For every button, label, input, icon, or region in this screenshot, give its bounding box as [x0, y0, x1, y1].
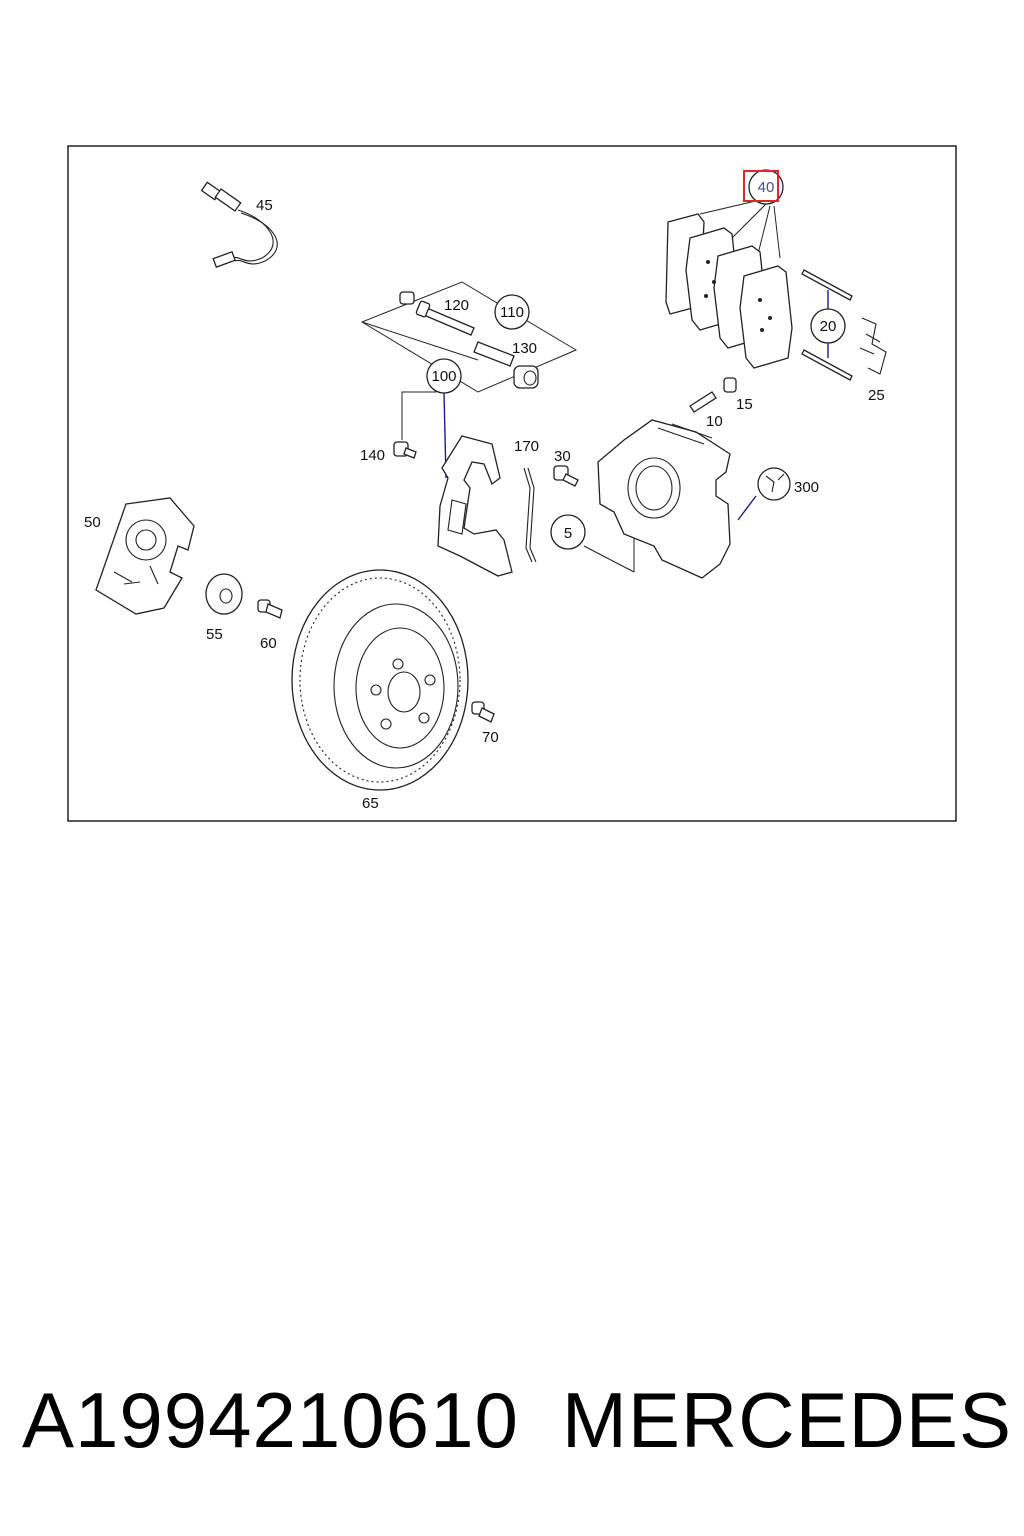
label-170: 170: [514, 438, 539, 455]
part-washer: [205, 573, 243, 615]
part-number: A1994210610: [22, 1375, 519, 1464]
label-10: 10: [706, 413, 723, 430]
highlight-box-40: [743, 170, 779, 202]
part-bolt-set: [360, 281, 578, 393]
label-110: 110: [500, 304, 524, 321]
callout-circle-110: [494, 294, 530, 330]
callout-circle-5: [550, 514, 586, 550]
brand-name: MERCEDES: [561, 1375, 1012, 1464]
label-25: 25: [868, 387, 885, 404]
part-brake-pads: [665, 199, 793, 369]
part-bolt-70: [471, 701, 495, 723]
part-guide-pins: [801, 269, 853, 381]
label-50: 50: [84, 514, 101, 531]
part-bolt-30: [553, 465, 579, 487]
part-caliper-housing: [583, 419, 731, 579]
label-20: 20: [820, 318, 837, 335]
label-60: 60: [260, 635, 277, 652]
part-bleeder-screw: [689, 377, 737, 413]
diagram-frame: [67, 145, 957, 822]
label-120: 120: [444, 297, 469, 314]
part-bolt-60: [257, 599, 283, 619]
part-spring-170: [523, 467, 537, 563]
part-wear-sensor: [200, 181, 278, 268]
label-45: 45: [256, 197, 273, 214]
part-caliper-carrier: [437, 391, 513, 577]
label-130: 130: [512, 340, 537, 357]
label-65: 65: [362, 795, 379, 812]
label-300: 300: [794, 479, 819, 496]
wrench-icon: [737, 467, 791, 521]
label-100: 100: [431, 368, 456, 385]
part-brake-disc: [291, 569, 469, 791]
part-bolt-140: [393, 391, 436, 459]
label-140: 140: [360, 447, 385, 464]
label-15: 15: [736, 396, 753, 413]
callout-circle-20: [810, 308, 846, 344]
part-dust-shield: [95, 497, 195, 615]
label-30: 30: [554, 448, 571, 465]
caption: A1994210610 MERCEDES: [22, 1370, 1012, 1470]
label-55: 55: [206, 626, 223, 643]
label-5: 5: [564, 525, 572, 542]
label-70: 70: [482, 729, 499, 746]
label-40: 40: [758, 179, 775, 196]
callout-circle-100: [426, 358, 462, 394]
part-clip-25: [859, 317, 887, 375]
